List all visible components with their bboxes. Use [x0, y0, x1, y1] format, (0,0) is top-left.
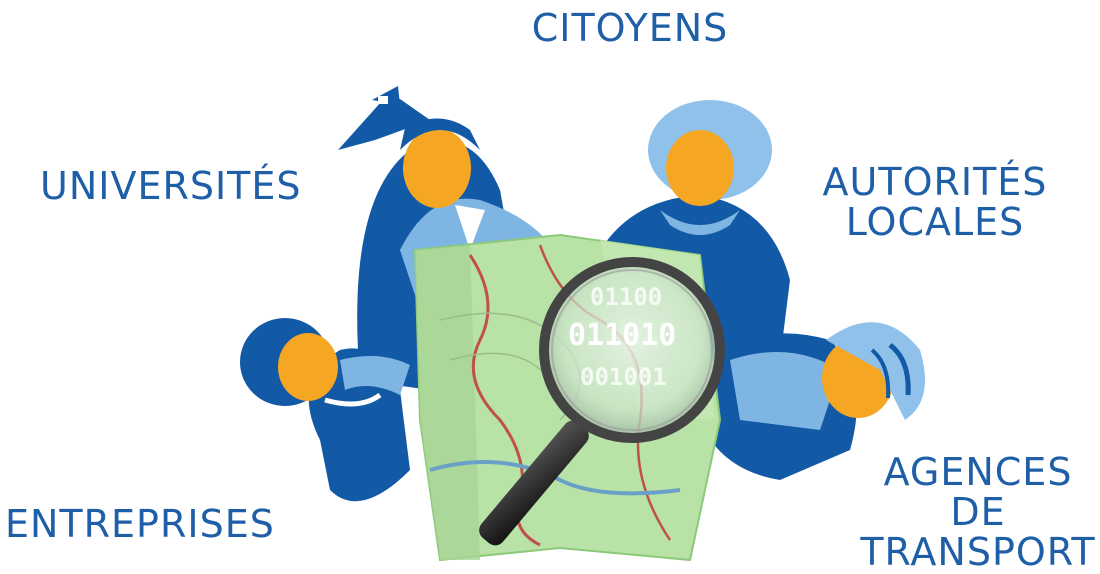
label-autorites-locales: AUTORITÉS LOCALES [815, 162, 1055, 242]
label-agences-de-transport: AGENCES DE TRANSPORT [858, 452, 1098, 572]
helmet-icon [826, 322, 925, 420]
label-citoyens: CITOYENS [531, 6, 729, 50]
label-universites: UNIVERSITÉS [40, 164, 302, 208]
graduation-cap-icon [338, 86, 430, 150]
label-agences-line2: DE [950, 490, 1006, 534]
magnifier-icon: 01100 011010 001001 [479, 257, 725, 546]
label-autorites-line1: AUTORITÉS [822, 160, 1048, 204]
label-entreprises: ENTREPRISES [5, 502, 275, 546]
business-figure [240, 318, 410, 502]
magnifier-digits-row2: 011010 [568, 318, 676, 353]
magnifier-digits-row3: 001001 [580, 363, 667, 391]
magnifier-digits-row1: 01100 [590, 283, 662, 311]
label-autorites-line2: LOCALES [845, 200, 1025, 244]
label-agences-line1: AGENCES [883, 450, 1073, 494]
label-agences-line3: TRANSPORT [860, 530, 1096, 574]
transport-figure [700, 333, 894, 480]
